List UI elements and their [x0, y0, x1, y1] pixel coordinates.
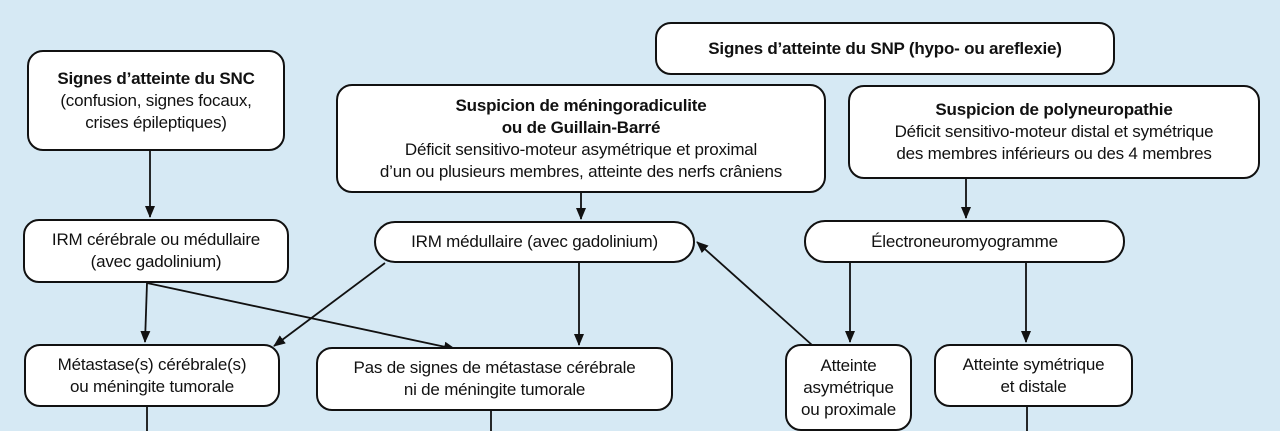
- arrow-irm-medullaire-to-metastases: [273, 262, 386, 347]
- node-irm-cerebrale-line2: (avec gadolinium): [90, 252, 222, 271]
- node-meningo-line2: d’un ou plusieurs membres, atteinte des …: [379, 161, 783, 181]
- node-polyneuro-title: Suspicion de polyneuropathie: [935, 100, 1173, 119]
- node-asymetrique-line3: ou proximale: [801, 399, 896, 419]
- node-symetrique-line1: Atteinte symétrique: [962, 354, 1105, 374]
- node-irm-medullaire: IRM médullaire (avec gadolinium): [374, 221, 695, 263]
- node-signes-snc: Signes d’atteinte du SNC (confusion, sig…: [27, 50, 285, 151]
- node-signes-snc-line1: (confusion, signes focaux,: [60, 90, 252, 110]
- node-signes-snp-title: Signes d’atteinte du SNP (hypo- ou arefl…: [708, 38, 1062, 58]
- node-enmg-line1: Électroneuromyogramme: [871, 231, 1058, 251]
- node-metastases-line1: Métastase(s) cérébrale(s): [57, 354, 247, 374]
- node-atteinte-symetrique: Atteinte symétrique et distale: [934, 344, 1133, 407]
- node-electroneuromyogramme: Électroneuromyogramme: [804, 220, 1125, 263]
- node-pas-de-signes: Pas de signes de métastase cérébrale ni …: [316, 347, 673, 411]
- node-polyneuro-line1: Déficit sensitivo-moteur distal et symét…: [894, 122, 1214, 141]
- node-pas-signes-line2: ni de méningite tumorale: [403, 380, 586, 399]
- node-irm-medullaire-line1: IRM médullaire (avec gadolinium): [411, 232, 658, 251]
- node-metastases-line2: ou méningite tumorale: [69, 376, 234, 396]
- node-meningo-line1: Déficit sensitivo-moteur asymétrique et …: [404, 139, 758, 159]
- node-irm-cerebrale: IRM cérébrale ou médullaire (avec gadoli…: [23, 219, 289, 283]
- node-meningo-title1: Suspicion de méningoradiculite: [455, 95, 707, 115]
- arrow-asymetrique-to-irm-medullaire: [696, 241, 813, 346]
- node-metastases: Métastase(s) cérébrale(s) ou méningite t…: [24, 344, 280, 407]
- node-meningo-title2: ou de Guillain-Barré: [501, 117, 661, 137]
- node-pas-signes-line1: Pas de signes de métastase cérébrale: [353, 358, 636, 377]
- node-polyneuro-line2: des membres inférieurs ou des 4 membres: [896, 144, 1212, 163]
- node-asymetrique-line2: asymétrique: [803, 377, 894, 397]
- node-signes-snc-title: Signes d’atteinte du SNC: [57, 68, 255, 88]
- node-atteinte-asymetrique: Atteinte asymétrique ou proximale: [785, 344, 912, 431]
- arrow-irm-cerebrale-to-metastases: [140, 282, 151, 343]
- node-symetrique-line2: et distale: [1000, 376, 1067, 396]
- node-suspicion-polyneuropathie: Suspicion de polyneuropathie Déficit sen…: [848, 85, 1260, 179]
- node-irm-cerebrale-line1: IRM cérébrale ou médullaire: [51, 230, 261, 249]
- node-signes-snp: Signes d’atteinte du SNP (hypo- ou arefl…: [655, 22, 1115, 75]
- arrow-irm-cerebrale-to-pas-signes: [146, 282, 456, 352]
- node-signes-snc-line2: crises épileptiques): [85, 112, 227, 132]
- node-suspicion-meningoradiculite: Suspicion de méningoradiculite ou de Gui…: [336, 84, 826, 193]
- node-asymetrique-line1: Atteinte: [820, 355, 877, 375]
